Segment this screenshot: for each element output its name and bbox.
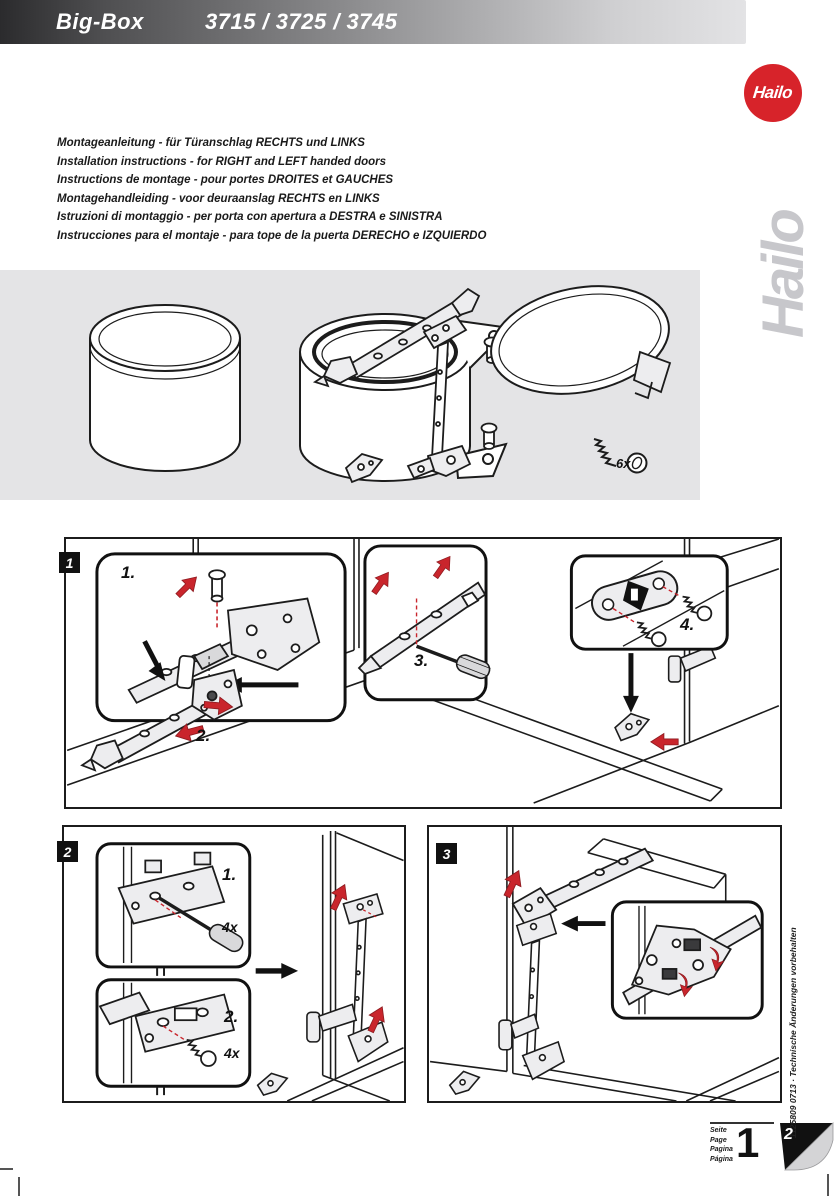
lid — [490, 285, 672, 400]
callout-substep4 — [569, 554, 729, 651]
header-bar: Big-Box 3715 / 3725 / 3745 — [0, 0, 746, 44]
hinge-block-right — [667, 645, 717, 683]
parts-overview: 6x — [0, 270, 700, 500]
footer-page-words: Seite Page Pagina Página — [710, 1126, 733, 1164]
floor-bracket3 — [448, 1070, 481, 1096]
step2-sub1-label: 1. — [222, 865, 237, 884]
step1-sub4-label: 4. — [680, 615, 695, 634]
step3-illustration — [429, 827, 780, 1101]
step1-number: 1 — [59, 552, 80, 573]
page-word-es: Página — [710, 1155, 733, 1163]
floor-bracket — [256, 1072, 289, 1097]
screw2 — [186, 1039, 217, 1067]
screw-qty-label: 6x — [616, 456, 631, 471]
callout3-detail — [610, 900, 764, 1020]
instruction-line-es: Instrucciones para el montaje - para top… — [57, 229, 487, 242]
instruction-line-de: Montageanleitung - für Türanschlag RECHT… — [57, 137, 365, 149]
step1-panel: 1 1. 2. 3. 4. — [59, 537, 782, 809]
product-name: Big-Box — [56, 9, 144, 34]
hailo-logo: Hailo — [744, 64, 802, 122]
screw-b — [682, 595, 713, 622]
step1-illustration — [66, 539, 780, 804]
page-word-it: Pagina — [710, 1146, 733, 1153]
footer-rule — [710, 1122, 774, 1124]
model-numbers: 3715 / 3725 / 3745 — [205, 9, 398, 34]
imprint-vertical: 1125809 0713 · Technische Änderungen vor… — [788, 927, 798, 1138]
instruction-line-it: Istruzioni di montaggio - per porta con … — [57, 211, 443, 224]
bin-plain — [89, 304, 241, 472]
hailo-watermark: Hailo — [751, 211, 816, 338]
step3-panel: 3 — [427, 825, 782, 1103]
step3-number: 3 — [436, 843, 457, 864]
step2-number: 2 — [57, 841, 78, 862]
door-frame — [406, 314, 472, 480]
page-word-de: Seite — [710, 1127, 727, 1134]
rail-install — [511, 847, 655, 929]
instruction-line-en: Installation instructions - for RIGHT an… — [57, 155, 387, 168]
mounted-frame3 — [498, 912, 566, 1081]
screwdriver2 — [158, 896, 244, 953]
hailo-logo-text: Hailo — [752, 83, 794, 102]
parts-illustration — [89, 285, 672, 484]
screw-6x — [593, 438, 648, 474]
step1-sub3-label: 3. — [414, 651, 429, 670]
main-rail-assembly — [80, 643, 243, 772]
current-page-number: 1 — [736, 1119, 760, 1166]
callout2-substep2 — [95, 978, 252, 1088]
next-page-number: 2 — [784, 1126, 793, 1143]
wing-bracket — [344, 452, 384, 484]
screwdriver — [415, 644, 491, 680]
red-rotate-arrows — [678, 946, 725, 998]
callout-substep1 — [95, 552, 347, 723]
step2-illustration — [95, 830, 404, 1101]
callout-substep3 — [357, 544, 491, 702]
bolt-detail — [208, 569, 226, 603]
crop-mark-bottom-left-h — [0, 1168, 13, 1170]
instructions-block: Montageanleitung - für Türanschlag RECHT… — [57, 134, 486, 246]
callout2-substep1 — [95, 842, 252, 969]
instruction-line-nl: Montagehandleiding - voor deuraanslag RE… — [57, 192, 380, 205]
step2-panel: 2 1. 4x 2. 4x — [57, 825, 406, 1103]
page-curl — [780, 1122, 834, 1171]
screw-a — [636, 621, 667, 648]
instruction-line-fr: Instructions de montage - pour portes DR… — [57, 174, 394, 187]
step1-sub1-label: 1. — [121, 563, 136, 582]
step1-sub2-label: 2. — [196, 726, 211, 745]
pull-out-rail — [312, 287, 481, 388]
page-word-en: Page — [710, 1136, 727, 1144]
step2-qty1-label: 4x — [222, 919, 238, 935]
crop-mark-bottom-left-v — [18, 1177, 20, 1196]
step2-qty2-label: 4x — [224, 1045, 240, 1061]
bolt-bottom — [480, 422, 498, 450]
floor-bracket-right — [614, 712, 651, 742]
crop-mark-bottom-right-v — [827, 1174, 829, 1196]
step2-sub2-label: 2. — [224, 1007, 239, 1026]
mounted-frame — [306, 893, 389, 1063]
